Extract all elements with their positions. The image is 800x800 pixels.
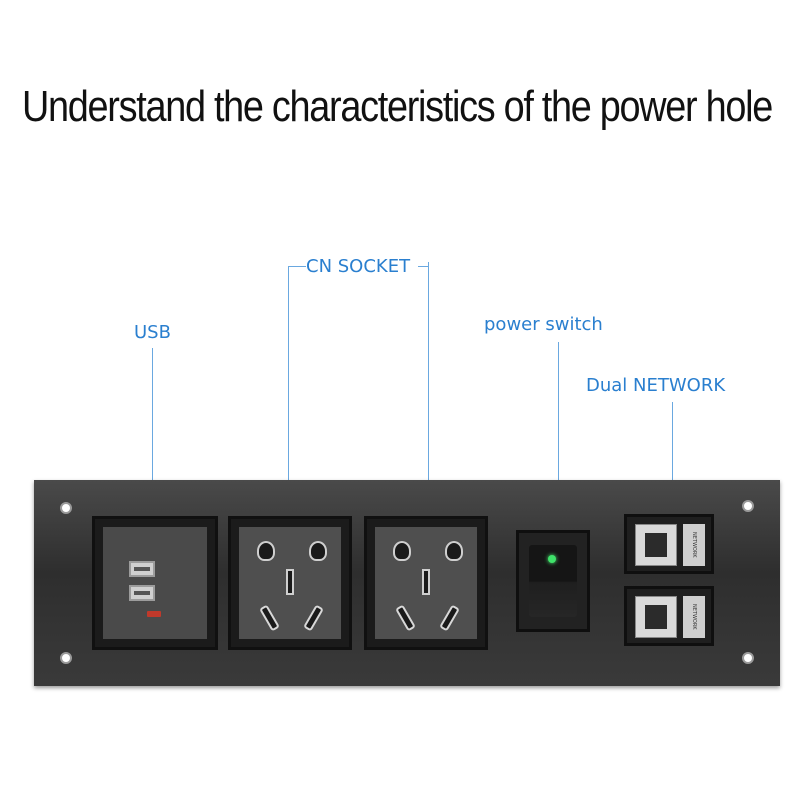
socket-pin-earth [286, 569, 294, 595]
leader-power-switch [558, 342, 559, 496]
socket-pin-round-right [445, 541, 463, 561]
mounting-hole-bottom-right [742, 652, 754, 664]
power-indicator-light [548, 555, 556, 563]
rocker-switch[interactable] [529, 545, 577, 617]
network-label-top: NETWORK [683, 524, 705, 566]
usb-module-face [103, 527, 207, 639]
callout-dual-network: Dual NETWORK [586, 375, 726, 396]
mounting-hole-bottom-left [60, 652, 72, 664]
leader-cn-bracket-top-left [288, 266, 306, 267]
power-switch[interactable] [516, 530, 590, 632]
mounting-hole-top-left [60, 502, 72, 514]
rj45-port-top[interactable] [635, 524, 677, 566]
socket-pin-round-right [309, 541, 327, 561]
usb-module [92, 516, 218, 650]
usb-indicator-light [147, 611, 161, 617]
network-label-bottom: NETWORK [683, 596, 705, 638]
socket-pin-round-left [393, 541, 411, 561]
network-module-top: NETWORK [624, 514, 714, 574]
cn-socket-left [228, 516, 352, 650]
leader-usb [152, 348, 153, 496]
socket-pin-earth [422, 569, 430, 595]
mounting-hole-top-right [742, 500, 754, 512]
leader-cn-bracket-top-right [418, 266, 428, 267]
leader-cn-right [428, 262, 429, 496]
callout-usb: USB [134, 322, 171, 343]
headline: Understand the characteristics of the po… [22, 82, 773, 131]
rj45-port-bottom[interactable] [635, 596, 677, 638]
cn-socket-right [364, 516, 488, 650]
network-module-bottom: NETWORK [624, 586, 714, 646]
callout-cn-socket: CN SOCKET [306, 256, 411, 277]
rj45-jack [645, 605, 667, 629]
socket-pin-round-left [257, 541, 275, 561]
usb-port-top[interactable] [129, 561, 155, 577]
callout-power-switch: power switch [484, 314, 603, 335]
leader-cn-left [288, 266, 289, 496]
leader-dual-network [672, 402, 673, 496]
usb-port-bottom[interactable] [129, 585, 155, 601]
rj45-jack [645, 533, 667, 557]
